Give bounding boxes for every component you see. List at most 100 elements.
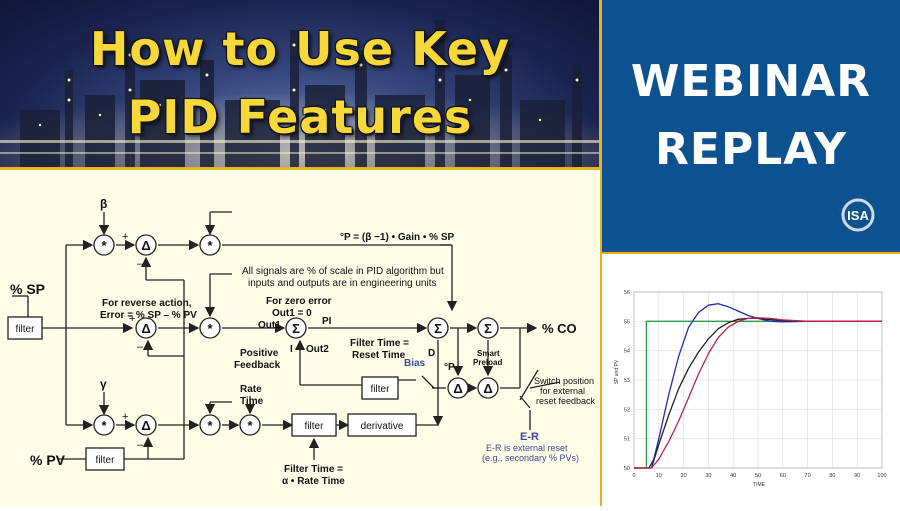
delta-glyph: Δ (453, 381, 462, 396)
delta-glyph: Δ (141, 418, 150, 433)
bias-label: Bias (404, 358, 426, 369)
header-banner: How to Use Key PID Features (0, 0, 600, 168)
delta-pv-node (135, 414, 157, 436)
webinar-line1: WEBINAR (630, 56, 872, 107)
pv-filter-box (85, 447, 125, 471)
x-tick-label: 80 (829, 473, 835, 479)
out2-label: Out2 (306, 344, 329, 355)
delta-glyph: Δ (141, 238, 150, 253)
out1-label: Out1 (258, 320, 281, 331)
smart-preload-line2: Preload (473, 358, 502, 367)
p-label: °P (444, 362, 455, 373)
sp-label: % SP (10, 281, 45, 297)
sigma-glyph: Σ (292, 321, 300, 336)
reset-filter-label: filter (371, 384, 391, 395)
isa-logo: ISA (841, 198, 875, 232)
switch-line3: reset feedback (536, 396, 596, 406)
y-tick-label: 55 (624, 319, 630, 325)
reverse-action-line1: For reverse action, (102, 298, 192, 309)
x-tick-label: 100 (877, 473, 886, 479)
banner-title-line2: PID Features (127, 90, 473, 144)
banner-title-line1: How to Use Key (89, 22, 511, 76)
sum-node-3 (477, 317, 499, 339)
sigma-glyph: Σ (484, 321, 492, 336)
y-tick-label: 53 (624, 378, 630, 384)
divider-vertical (599, 0, 602, 506)
y-tick-label: 50 (624, 466, 630, 472)
plus-sign: + (122, 411, 128, 423)
plus-sign: + (129, 313, 135, 325)
mult-glyph: * (101, 418, 107, 433)
d-multiplier (199, 414, 221, 436)
beta-label: β (100, 197, 107, 211)
x-axis-label: TIME (753, 482, 766, 488)
mult-glyph: * (207, 238, 213, 253)
y-tick-label: 54 (624, 349, 630, 355)
mult-glyph: * (207, 321, 213, 336)
p-multiplier (199, 234, 221, 256)
y-tick-label: 51 (624, 437, 630, 443)
positive-feedback-line2: Feedback (234, 360, 281, 371)
series-line-black (634, 317, 882, 469)
sum-node-1 (285, 317, 307, 339)
x-tick-label: 40 (730, 473, 736, 479)
divider-horizontal (0, 167, 600, 170)
derivative-label: derivative (361, 421, 404, 432)
delta-preload-node (477, 377, 499, 399)
x-tick-label: 90 (854, 473, 860, 479)
pi-label: PI (322, 316, 332, 327)
zero-error-line2: Out1 = 0 (272, 308, 312, 319)
beta-multiplier (93, 234, 115, 256)
mult-glyph: * (207, 418, 213, 433)
sp-filter-label: filter (16, 324, 36, 335)
note-line2: inputs and outputs are in engineering un… (248, 278, 436, 289)
error-delta-node (135, 317, 157, 339)
filter-reset-line2: Reset Time (352, 350, 406, 361)
x-tick-label: 20 (681, 473, 687, 479)
derivative-box (347, 413, 417, 437)
minus-sign: – (137, 439, 144, 451)
smart-preload-line1: Smart (477, 349, 500, 358)
filter-rate-line2: α • Rate Time (282, 476, 345, 487)
plus-sign: + (122, 231, 128, 243)
zero-error-line1: For zero error (266, 296, 332, 307)
x-tick-label: 50 (755, 473, 761, 479)
x-tick-label: 70 (805, 473, 811, 479)
delta-glyph: Δ (483, 381, 492, 396)
delta-glyph: Δ (141, 321, 150, 336)
filter-rate-line1: Filter Time = (284, 464, 343, 475)
delta-sp-node (135, 234, 157, 256)
note-line1: All signals are % of scale in PID algori… (242, 266, 444, 277)
co-label: % CO (542, 321, 577, 336)
er-note-line2: (e.g., secondary % PVs) (482, 453, 579, 463)
er-label: E-R (520, 431, 539, 443)
divider-right-horizontal (602, 251, 900, 254)
pid-block-diagram: * Δ * Δ * Σ Σ Σ * Δ * * Δ Δ β γ % SP % P… (0, 170, 600, 506)
p-formula: °P = (β −1) • Gain • % SP (340, 232, 455, 243)
series-line-blue (634, 303, 882, 469)
sigma-glyph: Σ (434, 321, 442, 336)
switch-line2: for external (540, 386, 585, 396)
isa-logo-text: ISA (847, 208, 869, 223)
i-label: I (290, 344, 293, 355)
x-tick-label: 10 (656, 473, 662, 479)
delta-feedback-node (447, 377, 469, 399)
webinar-replay-panel: WEBINAR REPLAY (602, 0, 900, 252)
rate-time-line1: Rate (240, 384, 262, 395)
er-note-line1: E-R is external reset (486, 443, 568, 453)
sum-node-2 (427, 317, 449, 339)
x-tick-label: 60 (780, 473, 786, 479)
mult-glyph: * (247, 418, 253, 433)
minus-sign: – (137, 258, 144, 270)
series-line-red (634, 317, 882, 469)
filter-reset-line1: Filter Time = (350, 338, 409, 349)
gamma-label: γ (100, 377, 107, 391)
positive-feedback-line1: Positive (240, 348, 279, 359)
y-axis-label: SP and PV (614, 359, 620, 384)
y-tick-label: 52 (624, 407, 630, 413)
webinar-line2: REPLAY (655, 124, 847, 175)
rate-filter-label: filter (305, 421, 325, 432)
x-tick-label: 30 (705, 473, 711, 479)
reset-filter-box (361, 376, 399, 400)
